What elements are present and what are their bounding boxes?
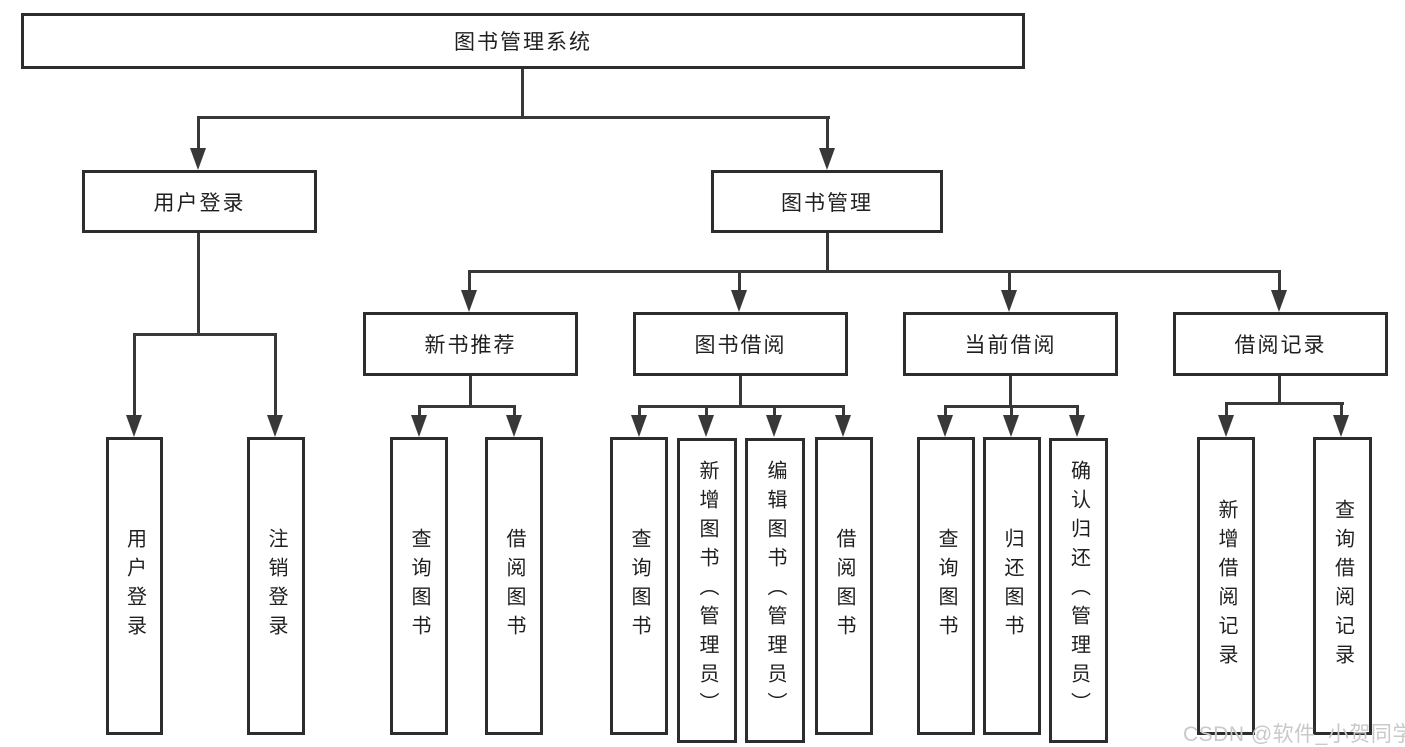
connector-line [1278, 270, 1281, 292]
arrow-down-icon [819, 148, 835, 170]
leaf-edit-book-admin-label: 编辑图书（管理员） [764, 460, 786, 721]
connector-line [826, 116, 829, 151]
leaf-confirm-return-admin-label: 确认归还（管理员） [1067, 460, 1090, 721]
connector-line [468, 270, 1281, 273]
connector-line [1009, 376, 1012, 408]
leaf-query-books-recommend: 查询图书 [390, 437, 448, 735]
node-current-borrowing: 当前借阅 [903, 312, 1118, 376]
connector-line [197, 116, 200, 151]
leaf-borrow-books-recommend: 借阅图书 [485, 437, 543, 735]
node-root: 图书管理系统 [21, 13, 1025, 69]
arrow-down-icon [411, 415, 427, 437]
leaf-query-books-borrowing: 查询图书 [610, 437, 668, 735]
leaf-borrow-books: 借阅图书 [815, 437, 873, 735]
leaf-query-books-current: 查询图书 [917, 437, 975, 735]
connector-line [944, 405, 947, 417]
arrow-down-icon [1333, 415, 1349, 437]
connector-line [469, 376, 472, 408]
node-book-management-label: 图书管理 [781, 191, 873, 215]
leaf-logout-label: 注销登录 [265, 528, 287, 644]
connector-line [274, 333, 277, 417]
arrow-down-icon [461, 290, 477, 312]
leaf-query-borrow-record: 查询借阅记录 [1313, 437, 1372, 735]
leaf-add-borrow-record-label: 新增借阅记录 [1215, 499, 1237, 673]
connector-line [197, 233, 200, 336]
arrow-down-icon [1069, 415, 1085, 437]
connector-line [705, 405, 708, 417]
node-book-borrowing: 图书借阅 [633, 312, 848, 376]
leaf-query-books-recommend-label: 查询图书 [408, 528, 430, 644]
connector-line [826, 233, 829, 273]
connector-line [739, 376, 742, 408]
arrow-down-icon [126, 415, 142, 437]
node-current-borrowing-label: 当前借阅 [964, 334, 1057, 357]
node-book-borrowing-label: 图书借阅 [694, 334, 787, 357]
node-book-management: 图书管理 [711, 170, 943, 233]
connector-line [418, 405, 516, 408]
connector-line [773, 405, 776, 417]
node-borrow-records: 借阅记录 [1173, 312, 1388, 376]
connector-line [1225, 402, 1344, 405]
connector-line [1008, 270, 1011, 292]
leaf-add-book-admin: 新增图书（管理员） [677, 438, 737, 743]
leaf-return-books-label: 归还图书 [1001, 528, 1023, 644]
connector-line [1225, 402, 1228, 417]
connector-line [1010, 405, 1013, 417]
leaf-query-borrow-record-label: 查询借阅记录 [1331, 499, 1354, 673]
arrow-down-icon [1001, 290, 1017, 312]
leaf-borrow-books-label: 借阅图书 [833, 528, 855, 644]
leaf-edit-book-admin: 编辑图书（管理员） [745, 438, 805, 743]
leaf-return-books: 归还图书 [983, 437, 1041, 735]
arrow-down-icon [835, 415, 851, 437]
leaf-confirm-return-admin: 确认归还（管理员） [1049, 438, 1108, 743]
leaf-user-login-label: 用户登录 [123, 528, 146, 644]
leaf-add-borrow-record: 新增借阅记录 [1197, 437, 1255, 735]
node-new-book-recommend: 新书推荐 [363, 312, 578, 376]
connector-line [513, 405, 516, 417]
node-root-label: 图书管理系统 [454, 31, 592, 54]
connector-line [133, 333, 277, 336]
connector-line [468, 270, 471, 292]
connector-line [1076, 405, 1079, 417]
leaf-user-login: 用户登录 [106, 437, 163, 735]
arrow-down-icon [766, 415, 782, 437]
arrow-down-icon [937, 415, 953, 437]
leaf-add-book-admin-label: 新增图书（管理员） [696, 460, 718, 721]
watermark: CSDN @软件_小贺同学 [1183, 723, 1405, 746]
connector-line [842, 405, 845, 417]
node-user-login-label: 用户登录 [153, 191, 246, 215]
arrow-down-icon [267, 415, 283, 437]
arrow-down-icon [1003, 415, 1019, 437]
connector-line [738, 270, 741, 292]
arrow-down-icon [1271, 290, 1287, 312]
arrow-down-icon [731, 290, 747, 312]
leaf-logout: 注销登录 [247, 437, 305, 735]
arrow-down-icon [631, 415, 647, 437]
arrow-down-icon [1218, 415, 1234, 437]
connector-line [133, 333, 136, 417]
node-new-book-recommend-label: 新书推荐 [424, 334, 517, 357]
arrow-down-icon [698, 415, 714, 437]
connector-line [197, 116, 830, 119]
arrow-down-icon [190, 148, 206, 170]
leaf-borrow-books-recommend-label: 借阅图书 [503, 528, 525, 644]
leaf-query-books-current-label: 查询图书 [935, 528, 957, 644]
node-user-login: 用户登录 [82, 170, 317, 233]
connector-line [1340, 402, 1343, 417]
connector-line [638, 405, 845, 408]
leaf-query-books-borrowing-label: 查询图书 [628, 528, 650, 644]
connector-line [1278, 376, 1281, 405]
arrow-down-icon [506, 415, 522, 437]
connector-line [638, 405, 641, 417]
connector-line [418, 405, 421, 417]
connector-line [521, 69, 524, 118]
node-borrow-records-label: 借阅记录 [1234, 334, 1327, 357]
